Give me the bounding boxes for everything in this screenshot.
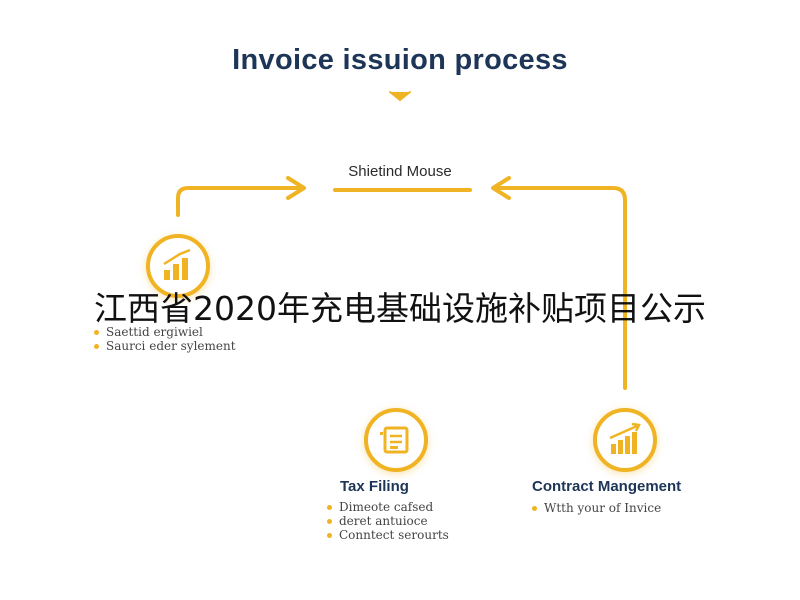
left-node-bullets: Saettid ergiwiel Saurci eder sylement [94, 325, 236, 353]
bar-chart-icon [163, 248, 191, 280]
contract-node-title: Contract Mangement [532, 478, 682, 495]
contract-node-icon [593, 408, 657, 472]
contract-node-bullets: Wtth your of Invice [532, 501, 661, 515]
list-item: Conntect serourts [327, 528, 449, 542]
left-connector [176, 186, 302, 217]
list-item: deret antuioce [327, 514, 449, 528]
right-arrowhead [491, 176, 511, 200]
left-arrowhead [286, 176, 306, 200]
document-icon [380, 426, 409, 454]
title-caret [389, 91, 411, 101]
overlay-caption: 江西省2020年充电基础设施补贴项目公示 [94, 289, 706, 328]
left-node-icon [146, 234, 210, 298]
right-connector [495, 186, 627, 390]
list-item: Saurci eder sylement [94, 339, 236, 353]
list-item: Saettid ergiwiel [94, 325, 236, 339]
center-node-label: Shietind Mouse [348, 163, 452, 180]
list-item: Wtth your of Invice [532, 501, 661, 515]
growth-chart-icon [609, 422, 641, 454]
tax-node-icon [364, 408, 428, 472]
page-title: Invoice issuion process [232, 44, 568, 76]
tax-node-bullets: Dimeote cafsed deret antuioce Conntect s… [327, 500, 449, 542]
list-item: Dimeote cafsed [327, 500, 449, 514]
tax-node-title: Tax Filing [340, 478, 409, 495]
